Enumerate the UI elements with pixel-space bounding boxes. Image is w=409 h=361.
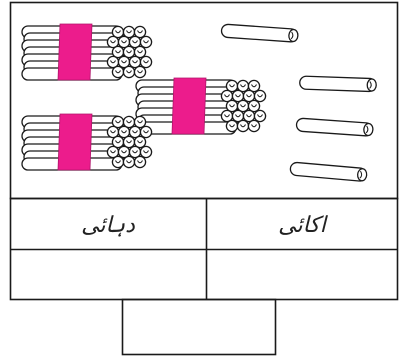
stick-end bbox=[133, 25, 147, 39]
stick-end bbox=[133, 115, 147, 129]
stick-bundle bbox=[21, 113, 153, 171]
loose-stick bbox=[220, 23, 299, 43]
stick-end bbox=[133, 65, 147, 79]
stick-end bbox=[139, 145, 153, 159]
stick-end bbox=[220, 89, 234, 103]
stick-end bbox=[117, 35, 131, 49]
stick-end bbox=[139, 35, 153, 49]
stick-end bbox=[133, 155, 147, 169]
loose-stick bbox=[295, 117, 374, 137]
stick-end bbox=[133, 45, 147, 59]
total-answer-box[interactable] bbox=[121, 298, 277, 356]
loose-sticks bbox=[220, 23, 377, 182]
ones-header: اکائی bbox=[278, 213, 329, 238]
tens-answer-cell[interactable] bbox=[12, 251, 206, 299]
stick-end bbox=[111, 155, 125, 169]
stick-end bbox=[247, 79, 261, 93]
loose-stick bbox=[289, 161, 368, 182]
stick-end bbox=[236, 119, 250, 133]
ones-answer-cell[interactable] bbox=[208, 251, 397, 299]
stick-end bbox=[133, 135, 147, 149]
stick-end bbox=[122, 65, 136, 79]
stick-end bbox=[111, 65, 125, 79]
stick-bundles bbox=[21, 23, 267, 171]
bundle-band bbox=[57, 113, 93, 171]
stick-end bbox=[122, 155, 136, 169]
bundle-band bbox=[57, 23, 93, 81]
stick-end bbox=[231, 109, 245, 123]
stick-end bbox=[139, 125, 153, 139]
loose-stick bbox=[299, 75, 377, 93]
tens-header: دہائی bbox=[81, 213, 135, 238]
stick-end bbox=[117, 125, 131, 139]
stick-end bbox=[247, 119, 261, 133]
stick-end bbox=[139, 55, 153, 69]
stick-end bbox=[253, 89, 267, 103]
stick-bundle bbox=[21, 23, 153, 81]
stick-end bbox=[247, 99, 261, 113]
stick-bundle bbox=[135, 77, 267, 135]
stick-end bbox=[253, 109, 267, 123]
bundle-band bbox=[171, 77, 207, 135]
stick-end bbox=[225, 119, 239, 133]
